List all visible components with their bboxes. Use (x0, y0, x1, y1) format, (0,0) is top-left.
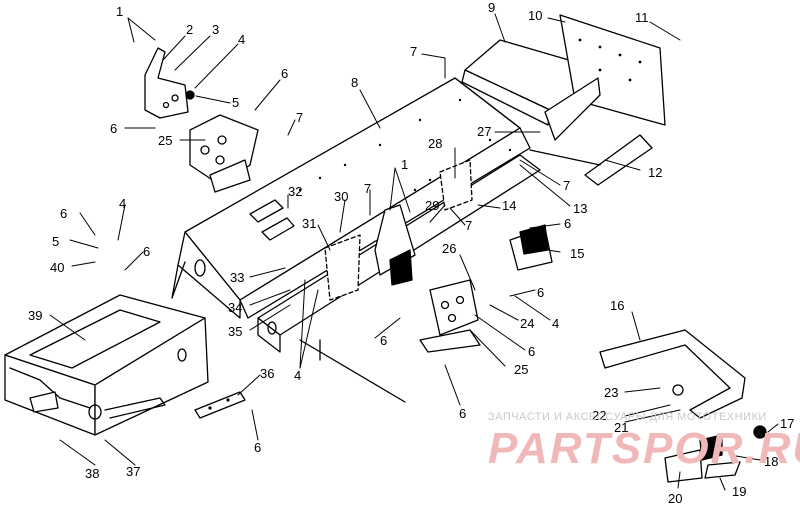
callout-label: 39 (28, 308, 42, 323)
watermark-logo: PARTSPOR.RU (488, 424, 800, 473)
callout-label: 7 (410, 44, 417, 59)
callout-label: 6 (459, 406, 466, 421)
callout-label: 23 (604, 385, 618, 400)
callout-label: 34 (228, 300, 242, 315)
callout-label: 18 (764, 454, 778, 469)
right-bracket (419, 224, 553, 353)
callout-label: 3 (212, 22, 219, 37)
callout-label: 1 (116, 4, 123, 19)
callout-label: 15 (570, 246, 584, 261)
callout-label: 29 (425, 198, 439, 213)
callout-label: 35 (228, 324, 242, 339)
callout-label: 12 (648, 165, 662, 180)
rear-deck (461, 14, 666, 186)
callout-label: 10 (528, 8, 542, 23)
callout-label: 4 (294, 368, 301, 383)
callout-label: 19 (732, 484, 746, 499)
callout-label: 16 (610, 298, 624, 313)
callout-label: 26 (442, 241, 456, 256)
callout-label: 4 (238, 32, 245, 47)
callout-label: 8 (351, 75, 358, 90)
callout-label: 6 (281, 66, 288, 81)
callout-label: 6 (537, 285, 544, 300)
watermark-caption: ЗАПЧАСТИ И АКСЕССУАРЫ ДЛЯ МОТОТЕХНИКИ (488, 411, 767, 423)
callout-labels: 1 2 3 4 5 6 6 25 7 8 7 9 10 11 27 28 12 … (28, 0, 794, 506)
callout-label: 33 (230, 270, 244, 285)
callout-label: 6 (254, 440, 261, 455)
callout-label: 17 (780, 416, 794, 431)
callout-label: 37 (126, 464, 140, 479)
callout-label: 11 (635, 10, 649, 25)
callout-label: 36 (260, 366, 274, 381)
callout-label: 13 (573, 201, 587, 216)
callout-label: 5 (232, 95, 239, 110)
callout-label: 27 (477, 124, 491, 139)
callout-label: 30 (334, 189, 348, 204)
callout-label: 4 (552, 316, 559, 331)
callout-label: 25 (158, 133, 172, 148)
callout-label: 9 (488, 0, 495, 15)
leader-lines (49, 13, 779, 491)
mount-strip (194, 391, 246, 419)
callout-label: 24 (520, 316, 534, 331)
front-bumper (4, 294, 209, 436)
callout-label: 1 (401, 157, 408, 172)
callout-label: 21 (614, 420, 628, 435)
callout-label: 4 (119, 196, 126, 211)
callout-label: 7 (364, 181, 371, 196)
callout-label: 6 (60, 206, 67, 221)
callout-label: 7 (563, 178, 570, 193)
callout-label: 5 (52, 234, 59, 249)
callout-label: 14 (502, 198, 516, 213)
callout-label: 6 (110, 121, 117, 136)
callout-label: 7 (465, 218, 472, 233)
handle-assembly (599, 329, 767, 483)
callout-label: 6 (528, 344, 535, 359)
callout-label: 38 (85, 466, 99, 481)
callout-label: 2 (186, 22, 193, 37)
callout-label: 32 (288, 184, 302, 199)
center-bracket (324, 159, 473, 301)
callout-label: 28 (428, 136, 442, 151)
callout-label: 31 (302, 216, 316, 231)
callout-label: 6 (380, 333, 387, 348)
callout-label: 22 (592, 408, 606, 423)
callout-label: 25 (514, 362, 528, 377)
callout-label: 20 (668, 491, 682, 506)
upper-bracket (144, 47, 259, 193)
callout-label: 7 (296, 110, 303, 125)
callout-label: 6 (143, 244, 150, 259)
watermark: ЗАПЧАСТИ И АКСЕССУАРЫ ДЛЯ МОТОТЕХНИКИ PA… (488, 411, 800, 489)
callout-label: 6 (564, 216, 571, 231)
callout-label: 40 (50, 260, 64, 275)
